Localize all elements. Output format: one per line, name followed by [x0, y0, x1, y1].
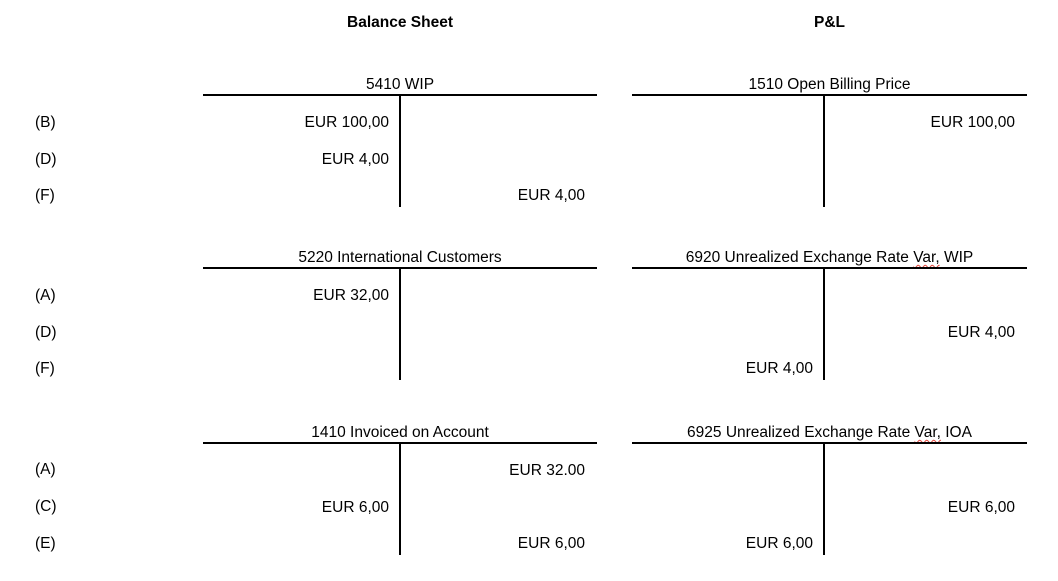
t-account-divider-rule — [823, 96, 825, 207]
debit-amount — [632, 115, 813, 131]
credit-amount — [403, 115, 585, 131]
debit-amount — [203, 361, 389, 377]
t-account-6925-unrealized-exchange-rate-var-ioa: 6925 Unrealized Exchange Rate Var, IOA E… — [632, 423, 1027, 558]
debit-amount — [632, 500, 813, 516]
entry-label-g1-r2: (D) — [35, 151, 57, 168]
account-title-text: 1410 Invoiced on Account — [311, 424, 489, 441]
entry-label-g3-r2: (C) — [35, 498, 57, 515]
account-title: 6925 Unrealized Exchange Rate Var, IOA — [632, 423, 1027, 442]
debit-amount — [632, 152, 813, 168]
credit-amount — [403, 361, 585, 377]
credit-amount: EUR 32.00 — [509, 462, 585, 479]
spellcheck-underlined-text: Var, — [913, 249, 940, 266]
credit-amount: EUR 4,00 — [947, 324, 1015, 341]
account-title: 6920 Unrealized Exchange Rate Var, WIP — [632, 248, 1027, 267]
entry-label-g3-r1: (A) — [35, 461, 56, 478]
debit-amount — [203, 188, 389, 204]
t-account-top-rule — [632, 442, 1027, 444]
credit-amount: EUR 6,00 — [517, 535, 585, 552]
spellcheck-underlined-text: Var, — [914, 424, 941, 441]
debit-amount — [632, 188, 813, 204]
t-account-divider-rule — [823, 444, 825, 555]
account-title: 5410 WIP — [203, 75, 597, 94]
debit-amount: EUR 100,00 — [304, 114, 389, 131]
debit-amount — [632, 463, 813, 479]
account-title-text: 6925 Unrealized Exchange Rate — [687, 424, 915, 441]
account-title: 5220 International Customers — [203, 248, 597, 267]
credit-amount — [827, 361, 1015, 377]
credit-amount: EUR 100,00 — [930, 114, 1015, 131]
debit-amount: EUR 6,00 — [745, 535, 813, 552]
credit-amount: EUR 6,00 — [947, 499, 1015, 516]
t-account-top-rule — [632, 94, 1027, 96]
credit-amount — [403, 152, 585, 168]
entry-label-g1-r3: (F) — [35, 187, 55, 204]
t-account-1510-open-billing-price: 1510 Open Billing Price EUR 100,00 — [632, 75, 1027, 210]
account-title-text: 5220 International Customers — [298, 249, 502, 266]
entry-label-g2-r2: (D) — [35, 324, 57, 341]
account-title-text: IOA — [940, 424, 972, 441]
debit-amount: EUR 6,00 — [321, 499, 389, 516]
account-title: 1410 Invoiced on Account — [203, 423, 597, 442]
t-account-5220-international-customers: 5220 International Customers EUR 32,00 — [203, 248, 597, 383]
t-account-1410-invoiced-on-account: 1410 Invoiced on Account EUR 32.00 EUR 6… — [203, 423, 597, 558]
account-title-text: 5410 WIP — [365, 76, 435, 93]
debit-amount: EUR 4,00 — [745, 360, 813, 377]
t-account-top-rule — [203, 442, 597, 444]
credit-amount — [827, 288, 1015, 304]
entry-label-g1-r1: (B) — [35, 114, 56, 131]
debit-amount — [203, 536, 389, 552]
debit-amount — [632, 288, 813, 304]
t-account-divider-rule — [399, 269, 401, 380]
balance-sheet-header: Balance Sheet — [347, 14, 453, 31]
account-title-text: WIP — [939, 249, 974, 266]
account-title-text: 6920 Unrealized Exchange Rate — [685, 249, 914, 266]
credit-amount — [403, 288, 585, 304]
entry-label-g3-r3: (E) — [35, 535, 56, 552]
t-account-divider-rule — [399, 96, 401, 207]
debit-amount: EUR 32,00 — [313, 287, 389, 304]
t-account-5410-wip: 5410 WIP EUR 100,00 EUR 4,00 EUR 4,00 — [203, 75, 597, 210]
entry-label-g2-r3: (F) — [35, 360, 55, 377]
credit-amount — [827, 536, 1015, 552]
credit-amount — [827, 188, 1015, 204]
t-account-top-rule — [632, 267, 1027, 269]
t-account-6920-unrealized-exchange-rate-var-wip: 6920 Unrealized Exchange Rate Var, WIP E… — [632, 248, 1027, 383]
credit-amount — [403, 325, 585, 341]
credit-amount — [827, 463, 1015, 479]
debit-amount — [203, 325, 389, 341]
debit-amount — [632, 325, 813, 341]
entry-label-g2-r1: (A) — [35, 287, 56, 304]
account-title-text: 1510 Open Billing Price — [748, 76, 911, 93]
credit-amount — [403, 500, 585, 516]
credit-amount — [827, 152, 1015, 168]
t-account-divider-rule — [823, 269, 825, 380]
credit-amount: EUR 4,00 — [517, 187, 585, 204]
debit-amount — [203, 463, 389, 479]
pnl-header: P&L — [814, 14, 845, 31]
debit-amount: EUR 4,00 — [321, 151, 389, 168]
t-account-top-rule — [203, 94, 597, 96]
t-account-top-rule — [203, 267, 597, 269]
t-account-divider-rule — [399, 444, 401, 555]
account-title: 1510 Open Billing Price — [632, 75, 1027, 94]
